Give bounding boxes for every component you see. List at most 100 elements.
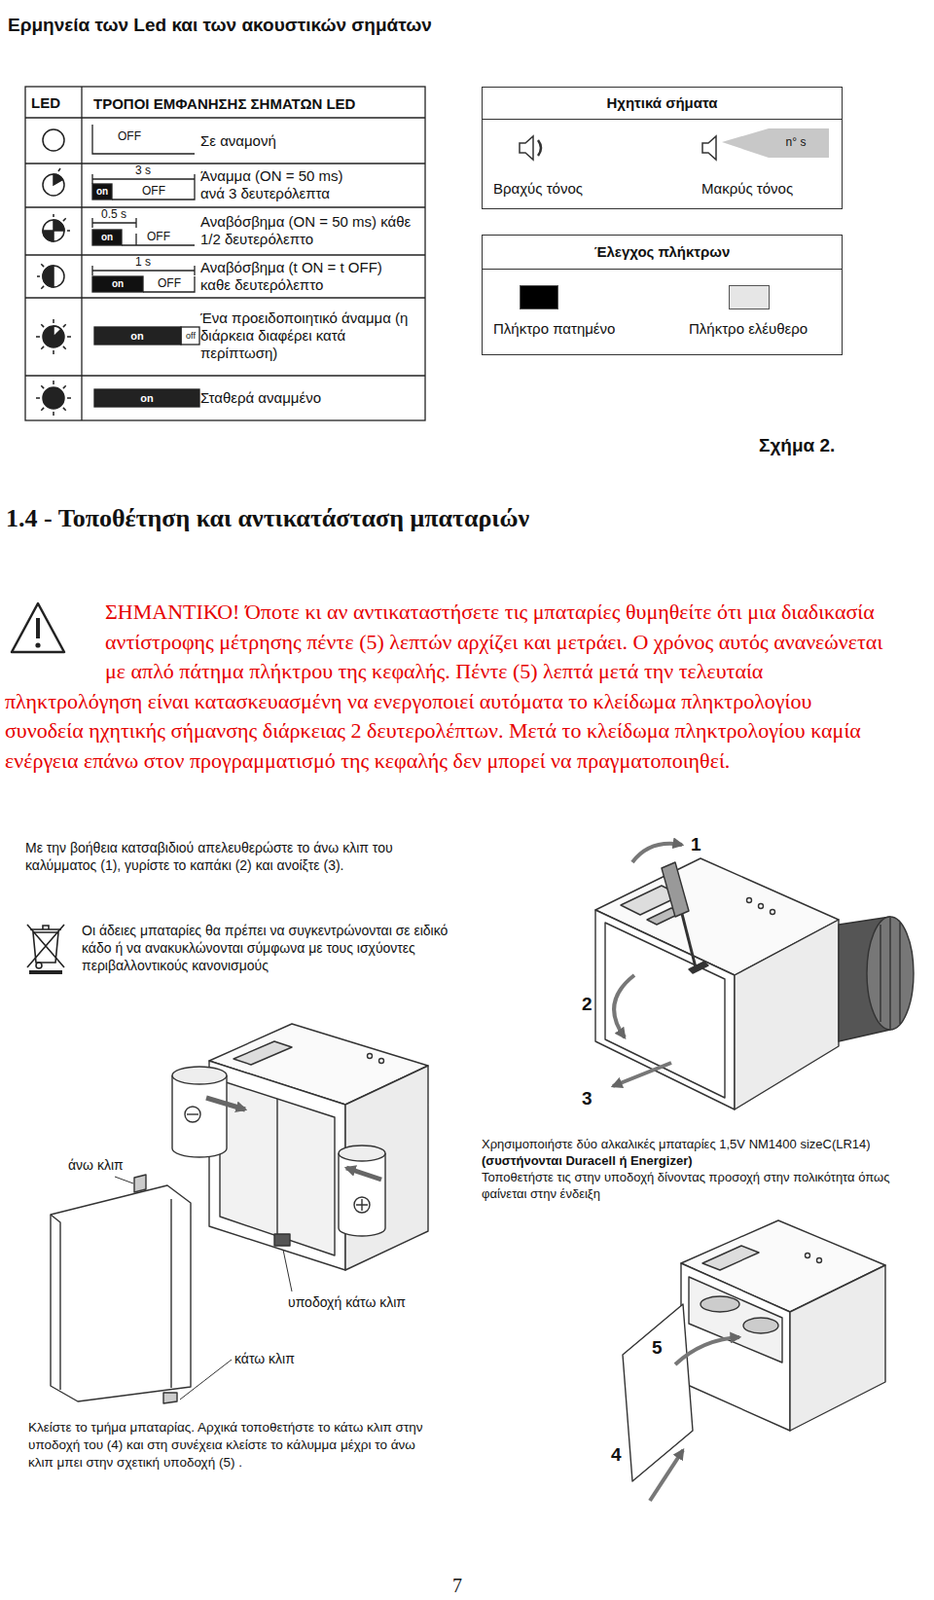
led-waveform bbox=[92, 124, 195, 154]
signal-state: on bbox=[101, 230, 113, 245]
signal-state: OFF bbox=[157, 276, 181, 290]
led-waveform bbox=[92, 229, 122, 246]
open-head-drawing bbox=[379, 1058, 385, 1064]
warning-icon bbox=[11, 603, 65, 652]
signal-state: off bbox=[185, 329, 196, 343]
cover-drawing bbox=[50, 1174, 191, 1403]
speaker-icon bbox=[519, 136, 541, 160]
callout-number: 4 bbox=[610, 1443, 622, 1466]
leader-line bbox=[114, 1176, 134, 1184]
led-icon bbox=[42, 129, 65, 151]
callout-number: 2 bbox=[581, 993, 593, 1015]
speaker-icon bbox=[519, 136, 534, 160]
dimension: 1 s bbox=[135, 255, 151, 268]
led-icon bbox=[53, 214, 71, 231]
motion-arrow bbox=[675, 1336, 740, 1365]
battery-drawing bbox=[356, 1198, 368, 1211]
battery-drawing bbox=[186, 1113, 199, 1114]
motion-arrow bbox=[206, 1097, 246, 1110]
cover-drawing bbox=[163, 1392, 178, 1403]
callout-number: 5 bbox=[651, 1336, 663, 1359]
signal-state: on bbox=[140, 391, 153, 406]
legend-label: Μακρύς τόνος bbox=[701, 179, 793, 198]
instruction-note: Κλείστε το τμήμα μπαταρίας. Αρχικά τοποθ… bbox=[28, 1418, 437, 1472]
warning-icon bbox=[35, 617, 40, 639]
signal-state: on bbox=[130, 328, 144, 344]
led-icon bbox=[58, 168, 61, 172]
battery-drawing bbox=[338, 1145, 386, 1161]
callout-number: 1 bbox=[690, 833, 702, 856]
led-icon bbox=[42, 325, 65, 348]
recycle-bin-icon bbox=[27, 924, 65, 968]
led-icon bbox=[42, 265, 65, 288]
battery-drawing bbox=[172, 1066, 227, 1084]
part-name: κάτω κλιπ bbox=[234, 1350, 295, 1367]
thermostat-head-drawing bbox=[866, 916, 914, 1030]
led-icon bbox=[35, 129, 72, 416]
open-head-drawing bbox=[274, 1233, 290, 1246]
thermostat-head-drawing bbox=[661, 862, 689, 917]
led-table-grid bbox=[25, 162, 426, 164]
table-cell: Αναβόσβημα (ON = 50 ms) κάθε 1/2 δευτερό… bbox=[200, 213, 415, 249]
motion-arrow bbox=[649, 1336, 740, 1501]
thermostat-head-drawing bbox=[758, 903, 764, 909]
legend-swatch bbox=[519, 285, 559, 310]
recycle-bin-icon bbox=[35, 962, 42, 969]
closing-head-drawing bbox=[622, 1220, 886, 1481]
led-waveform bbox=[143, 276, 195, 292]
panel-heading: Ηχητικά σήματα bbox=[482, 87, 842, 120]
led-waveform bbox=[92, 276, 144, 292]
led-table-grid bbox=[25, 253, 426, 255]
led-waveform bbox=[94, 389, 200, 407]
led-icon bbox=[36, 263, 44, 288]
cover-drawing bbox=[50, 1198, 172, 1390]
speaker-icon bbox=[702, 136, 717, 160]
thermostat-head-drawing bbox=[605, 922, 725, 1098]
leader-line bbox=[283, 1249, 292, 1292]
signal-state: on bbox=[111, 277, 124, 291]
motion-arrow bbox=[206, 1097, 382, 1180]
thermostat-head-drawing bbox=[595, 858, 914, 1110]
warning-icon bbox=[35, 642, 40, 647]
led-table-grid bbox=[25, 86, 426, 421]
table-cell: Σε αναμονή bbox=[200, 132, 277, 150]
led-waveform bbox=[94, 326, 181, 345]
led-icon bbox=[53, 325, 62, 337]
table-cell: Αναβόσβημα (t ON = t OFF) καθε δευτερόλε… bbox=[200, 258, 417, 294]
table-header: ΤΡΟΠΟΙ ΕΜΦΑΝΗΣΗΣ ΣΗΜΑΤΩΝ LED bbox=[93, 94, 356, 113]
duration-label: n° s bbox=[786, 135, 807, 149]
table-cell: Σταθερά αναμμένο bbox=[200, 389, 322, 407]
led-icon bbox=[36, 263, 65, 288]
led-icon bbox=[35, 319, 72, 355]
motion-arrow bbox=[612, 843, 683, 1086]
motion-arrow bbox=[346, 1167, 382, 1180]
speaker-icon bbox=[538, 140, 541, 156]
closing-head-drawing bbox=[743, 1317, 779, 1333]
battery-drawing bbox=[172, 1075, 227, 1157]
led-icon bbox=[42, 129, 65, 151]
led-icon bbox=[42, 174, 65, 196]
recycling-note: Οι άδειες μπαταρίες θα πρέπει να συγκεντ… bbox=[81, 921, 457, 974]
table-header: LED bbox=[31, 93, 61, 112]
led-icon bbox=[35, 380, 72, 416]
closing-head-drawing bbox=[805, 1253, 811, 1258]
thermostat-head-drawing bbox=[682, 913, 697, 971]
battery-note: (συστήνονται Duracell ή Energizer) bbox=[481, 1151, 693, 1169]
open-head-drawing bbox=[209, 1060, 346, 1270]
motion-arrow bbox=[612, 1062, 672, 1086]
motion-arrow bbox=[649, 1449, 683, 1501]
legend-label: Βραχύς τόνος bbox=[493, 179, 583, 198]
led-icon bbox=[53, 219, 65, 231]
panel-heading: Έλεγχος πλήκτρων bbox=[482, 235, 842, 270]
recycle-bin-icon bbox=[29, 969, 63, 974]
led-icon bbox=[42, 168, 65, 196]
led-table-grid bbox=[25, 116, 426, 118]
signal-state: on bbox=[96, 184, 108, 199]
led-icon bbox=[35, 380, 72, 416]
led-waveform bbox=[92, 124, 200, 407]
motion-arrow bbox=[632, 843, 683, 863]
legend-swatch bbox=[728, 285, 770, 310]
battery-note: Τοποθετήστε τις στην υποδοχή δίνοντας πρ… bbox=[481, 1168, 925, 1202]
